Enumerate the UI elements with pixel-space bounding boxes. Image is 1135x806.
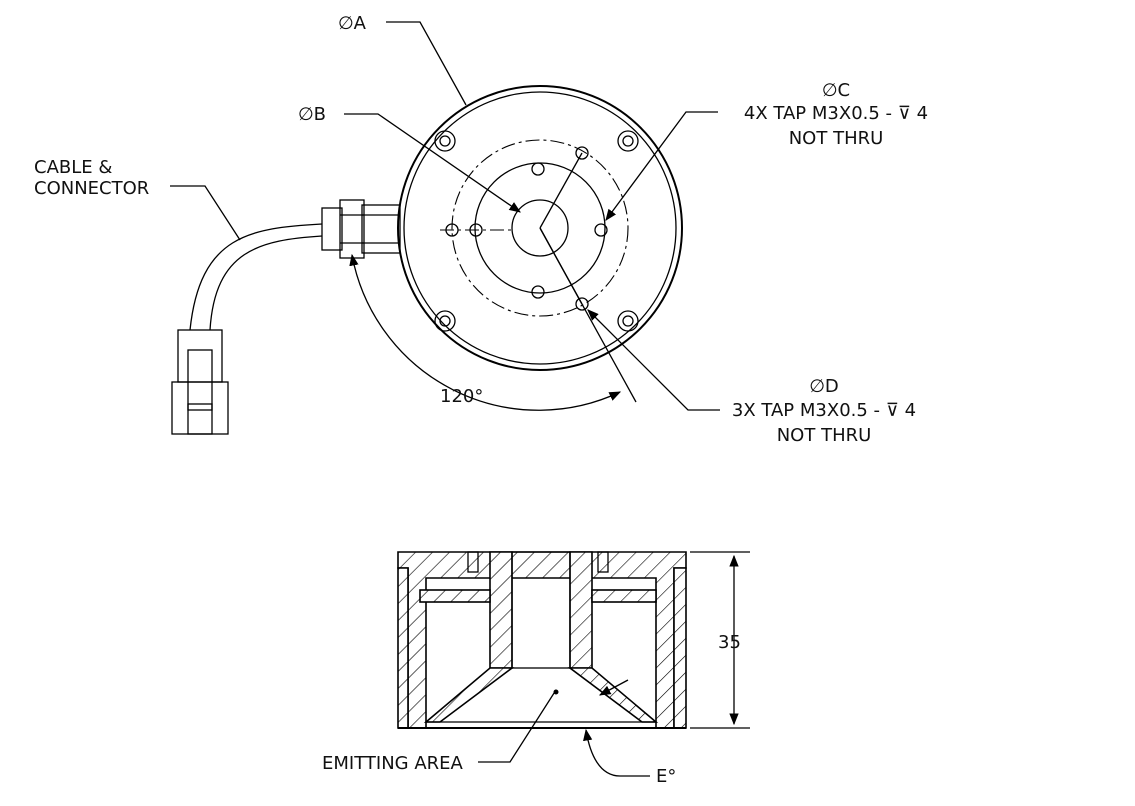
label-dia-c-note2: NOT THRU [789, 128, 884, 149]
section-view [397, 551, 750, 777]
label-dia-d: ∅D [809, 376, 839, 397]
label-angle: 120° [440, 386, 483, 407]
label-cable-line2: CONNECTOR [34, 178, 149, 199]
label-dia-c-note1: 4X TAP M3X0.5 - ⊽ 4 [744, 103, 928, 124]
label-emitting-area: EMITTING AREA [322, 753, 464, 774]
label-height: 35 [718, 632, 741, 653]
cable-gland [321, 199, 401, 259]
top-view [170, 21, 720, 435]
label-dia-b: ∅B [298, 104, 326, 125]
cable [189, 223, 323, 331]
label-angle-e: E° [656, 766, 676, 787]
label-dia-d-note2: NOT THRU [777, 425, 872, 446]
label-cable-line1: CABLE & [34, 157, 112, 178]
label-dia-d-note1: 3X TAP M3X0.5 - ⊽ 4 [732, 400, 916, 421]
angle-arc [349, 253, 622, 411]
label-dia-c: ∅C [822, 80, 850, 101]
label-dia-a: ∅A [338, 13, 367, 34]
connector [171, 329, 229, 435]
tapped-holes [445, 146, 608, 311]
